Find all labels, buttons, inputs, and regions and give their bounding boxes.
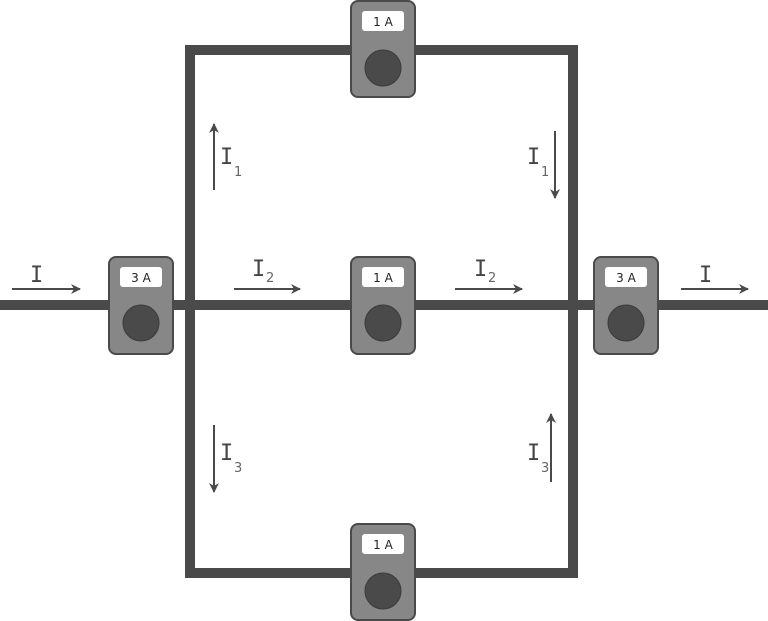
ammeter-middle: 1 A (350, 256, 416, 355)
current-symbol: I (220, 441, 233, 466)
current-subscript: 3 (234, 461, 242, 476)
ammeter-reading: 1 A (373, 538, 393, 552)
current-subscript: 2 (488, 271, 496, 286)
current-symbol: I (527, 145, 540, 170)
dial-icon (364, 49, 402, 87)
current-subscript: 1 (234, 165, 242, 180)
ammeter-right: 3 A (593, 256, 659, 355)
current-subscript: 3 (541, 461, 549, 476)
current-i3-right: I 3 (527, 413, 556, 482)
current-symbol: I (30, 263, 43, 288)
dial-icon (364, 304, 402, 342)
ammeter-top: 1 A (350, 0, 416, 98)
current-symbol: I (527, 441, 540, 466)
current-symbol: I (252, 257, 265, 282)
current-out-label: I (681, 263, 749, 294)
current-i3-left: I 3 (209, 425, 242, 493)
ammeter-reading: 3 A (131, 271, 151, 285)
dial-icon (364, 572, 402, 610)
ammeter-left: 3 A (108, 256, 174, 355)
ammeter-reading: 3 A (616, 271, 636, 285)
current-i1-right: I 1 (527, 131, 560, 199)
current-symbol: I (220, 145, 233, 170)
ammeter-reading: 1 A (373, 15, 393, 29)
current-symbol: I (474, 257, 487, 282)
ammeter-bottom: 1 A (350, 523, 416, 621)
current-in-label: I (12, 263, 81, 294)
ammeter-reading: 1 A (373, 271, 393, 285)
current-subscript: 2 (266, 271, 274, 286)
current-symbol: I (699, 263, 712, 288)
dial-icon (607, 304, 645, 342)
current-i2-right: I 2 (455, 257, 523, 294)
current-i2-left: I 2 (234, 257, 301, 294)
current-i1-left: I 1 (209, 123, 242, 190)
current-subscript: 1 (541, 165, 549, 180)
dial-icon (122, 304, 160, 342)
